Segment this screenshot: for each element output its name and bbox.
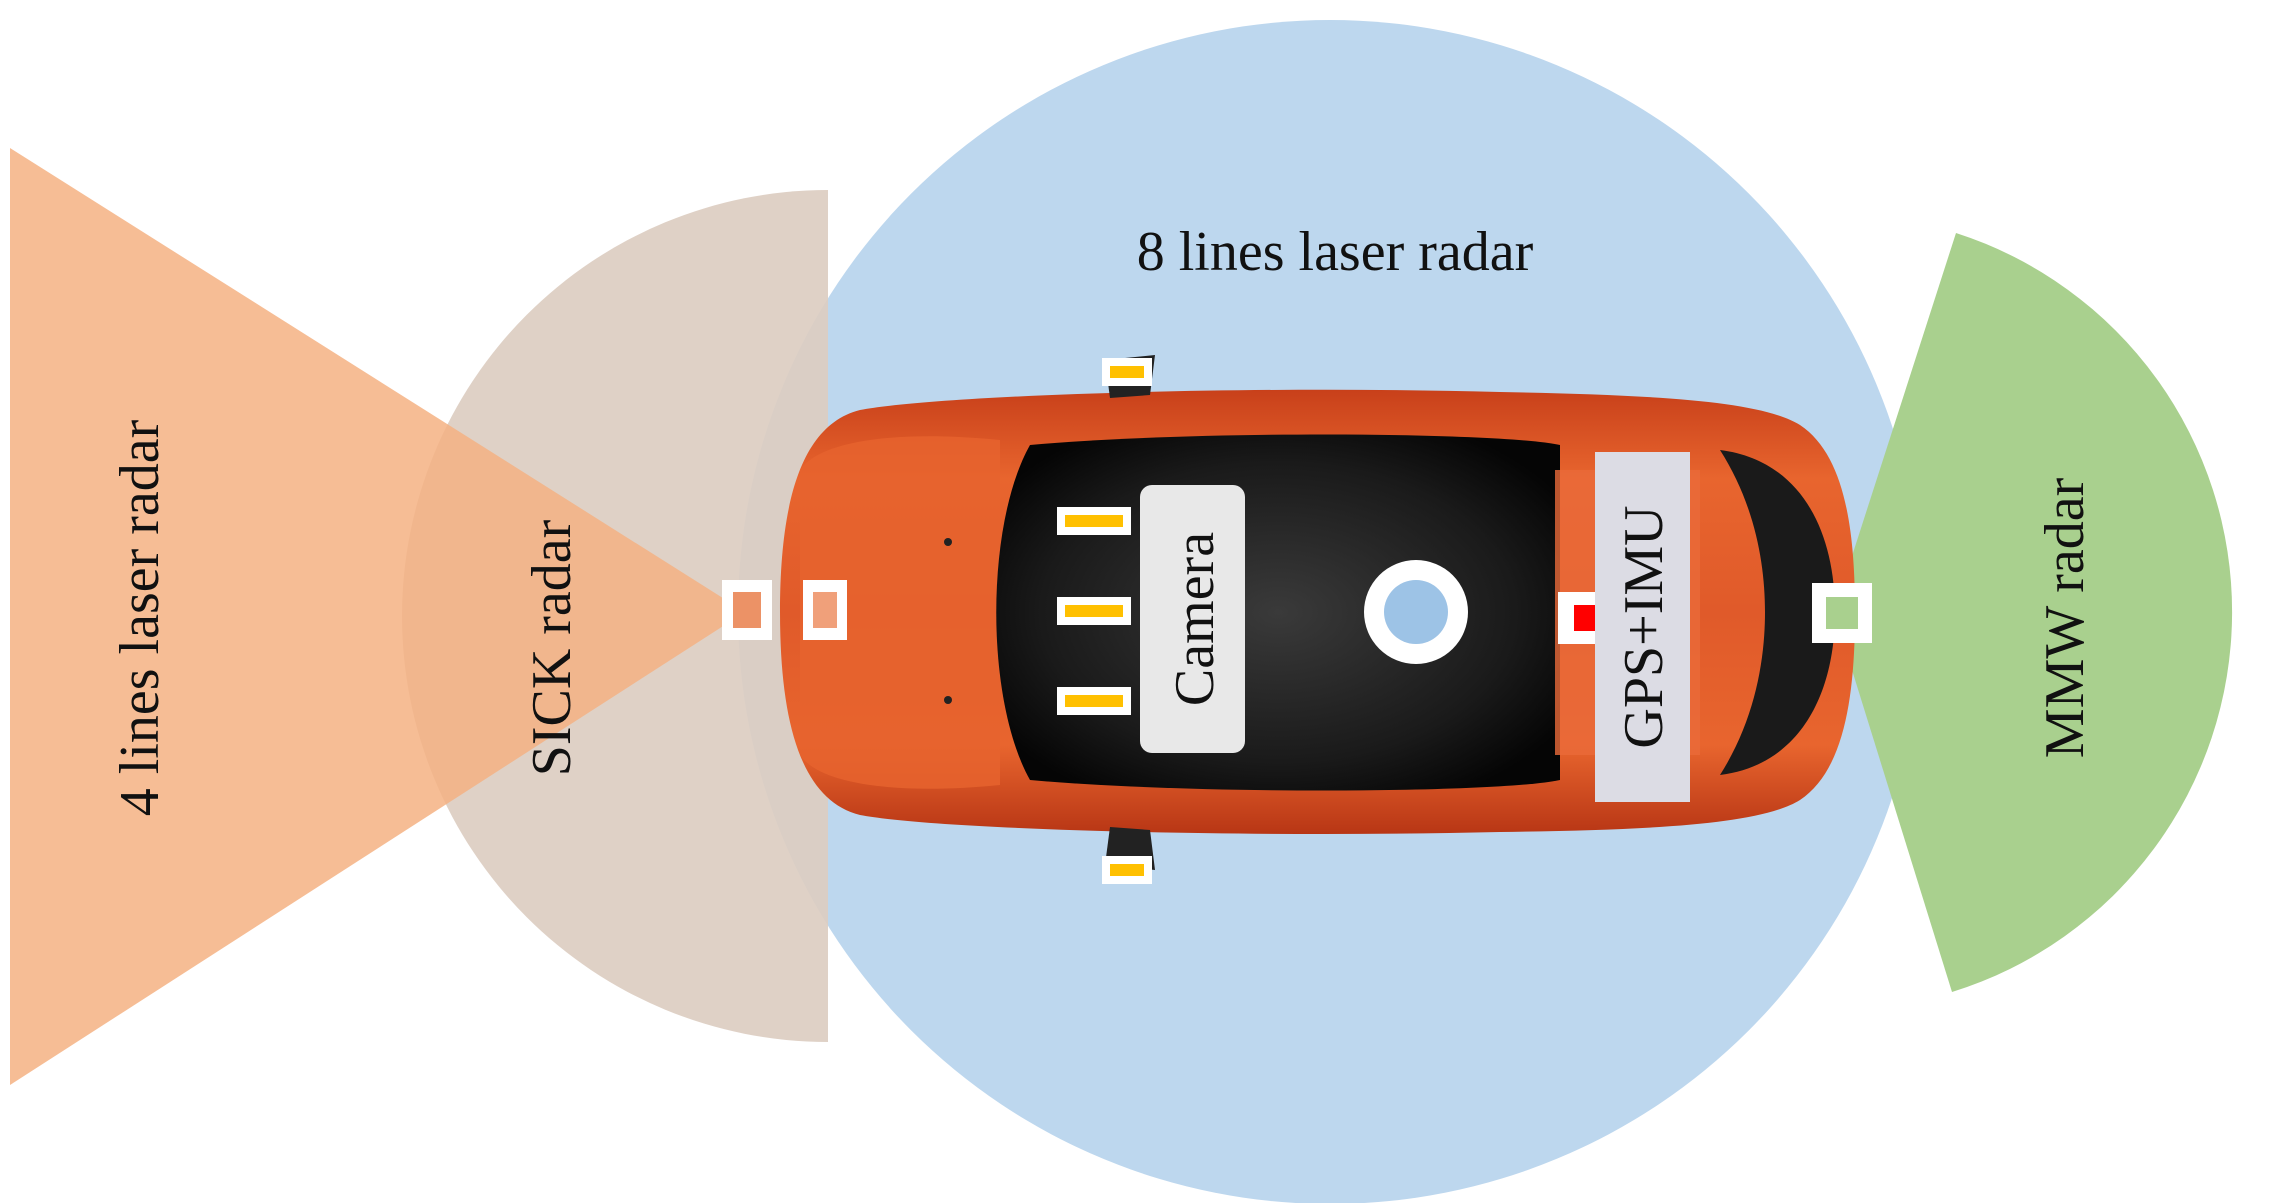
camera-marker-bottom: [1057, 687, 1131, 715]
four-lines-coverage-zone: [10, 148, 745, 1085]
camera-marker-middle: [1057, 597, 1131, 625]
gps-imu-label-background: [1595, 452, 1690, 802]
camera-marker-top: [1057, 507, 1131, 535]
four-lines-sensor-marker: [722, 580, 772, 640]
mmw-radar-coverage-zone: [1834, 233, 2233, 992]
sick-radar-label: SICK radar: [521, 519, 583, 776]
side-camera-marker-top: [1102, 358, 1152, 386]
gps-imu-label: GPS+IMU: [1613, 505, 1675, 748]
lidar-center-marker: [1364, 560, 1468, 664]
car: [780, 355, 1855, 870]
roof-glass: [996, 434, 1560, 791]
four-lines-label: 4 lines laser radar: [109, 419, 171, 816]
eight-lines-label: 8 lines laser radar: [1137, 221, 1534, 283]
side-camera-marker-bottom: [1102, 856, 1152, 884]
body-dot: [944, 538, 952, 546]
mmw-radar-label: MMW radar: [2034, 477, 2096, 758]
camera-label-background: [1140, 485, 1245, 753]
rear-window: [1720, 450, 1835, 775]
sick-sensor-marker: [803, 580, 847, 640]
body-dot: [944, 696, 952, 704]
camera-label: Camera: [1164, 532, 1226, 706]
mmw-sensor-marker: [1812, 583, 1872, 643]
